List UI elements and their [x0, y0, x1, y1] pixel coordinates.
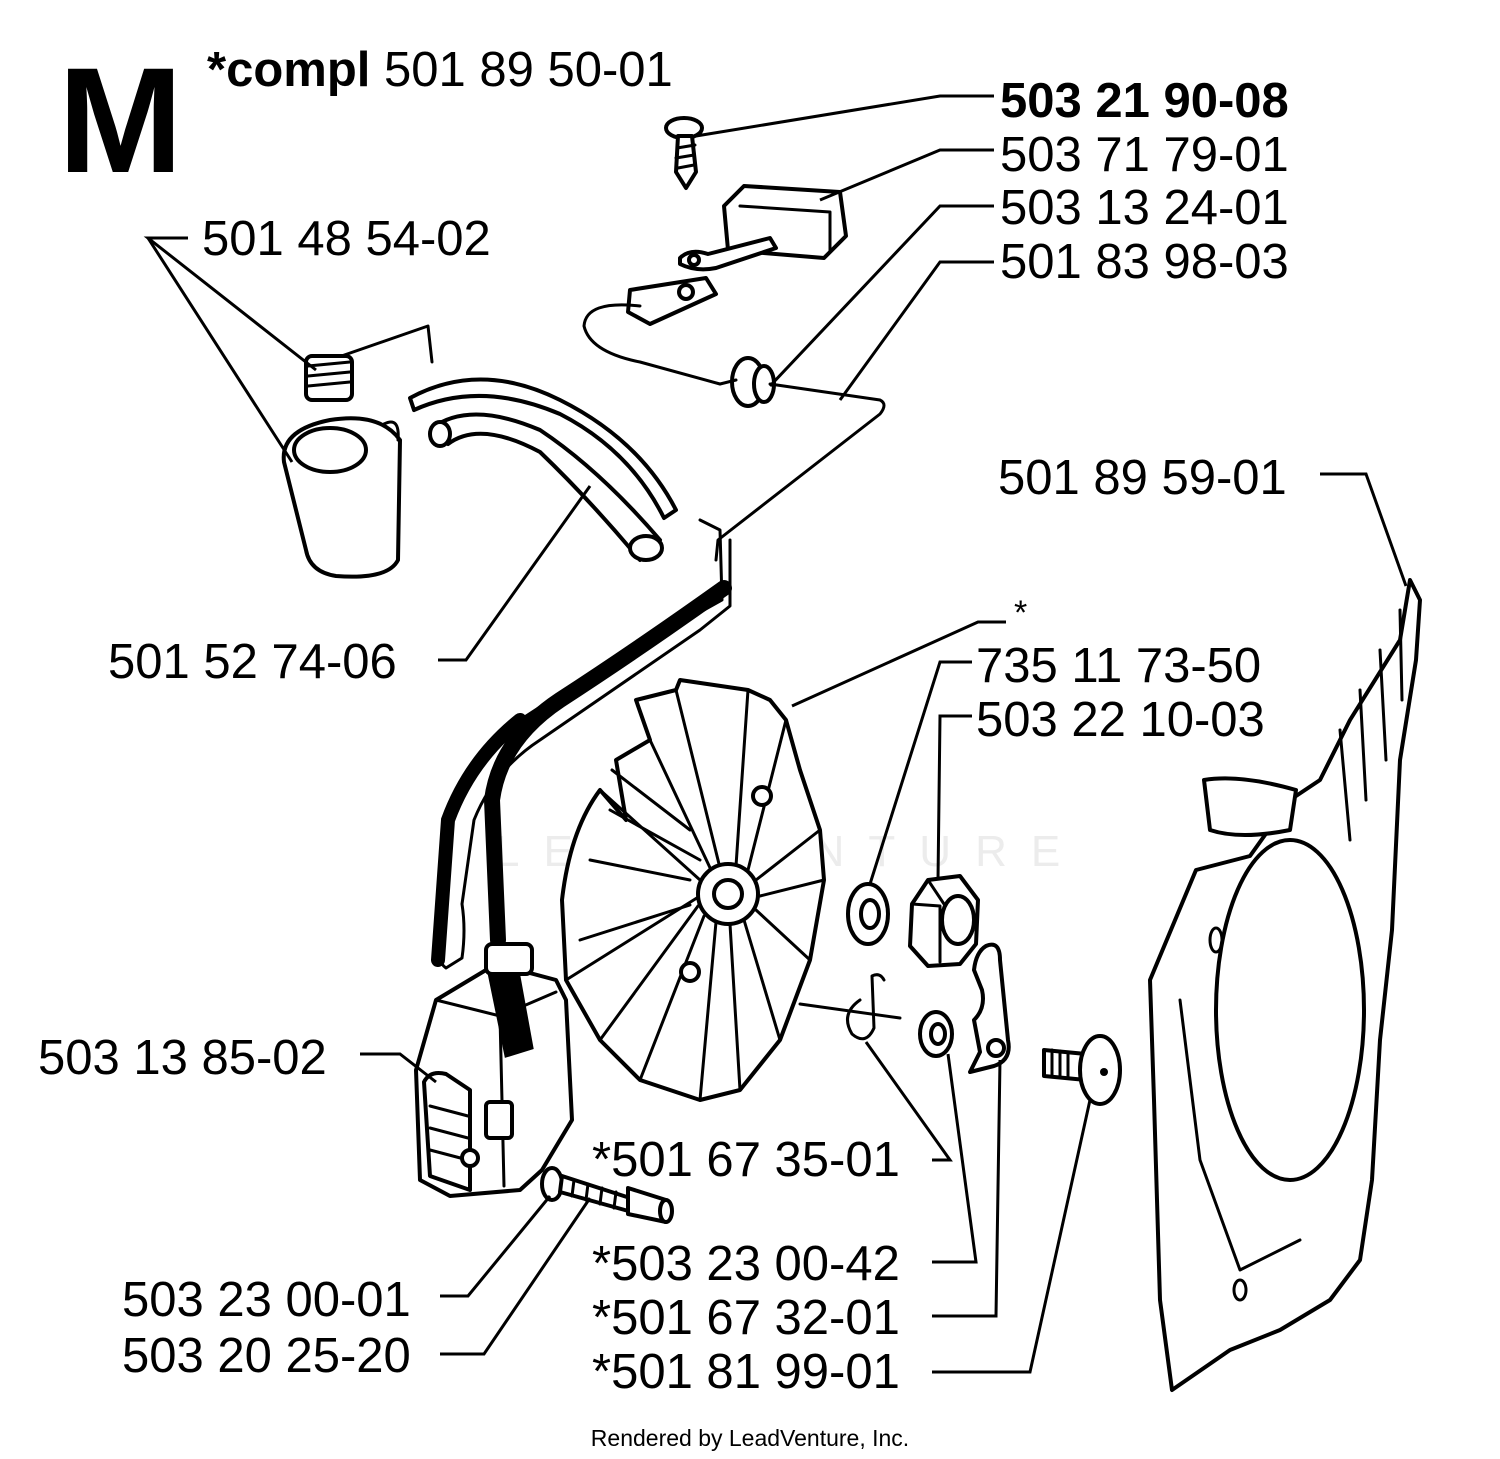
screw-drawing — [664, 116, 704, 190]
part-label-503-22-10-03: 503 22 10-03 — [976, 693, 1265, 747]
pawl-screw-drawing — [1042, 1034, 1122, 1106]
part-label-501-67-32-01: *501 67 32-01 — [592, 1291, 900, 1345]
kit-number: 501 89 50-01 — [384, 43, 673, 97]
part-label-503-13-85-02: 503 13 85-02 — [38, 1031, 327, 1085]
washer-drawing — [846, 882, 890, 946]
switch-drawing — [678, 184, 848, 272]
ignition-coil-drawing — [414, 942, 574, 1198]
part-label-501-67-35-01: *501 67 35-01 — [592, 1133, 900, 1187]
part-label-503-23-00-01: 503 23 00-01 — [122, 1273, 411, 1327]
kit-header: *compl 501 89 50-01 — [207, 43, 673, 97]
hose-drawing — [408, 377, 678, 562]
part-label-501-52-74-06: 501 52 74-06 — [108, 635, 397, 689]
pawl-drawing — [968, 942, 1011, 1074]
nut-drawing — [908, 874, 980, 968]
flywheel-drawing — [560, 678, 826, 1102]
coil-screw-drawing — [540, 1166, 674, 1224]
part-label-503-13-24-01: 503 13 24-01 — [1000, 181, 1289, 235]
part-label-503-21-90-08: 503 21 90-08 — [1000, 74, 1289, 128]
section-letter: M — [58, 36, 183, 204]
footer-credit: Rendered by LeadVenture, Inc. — [591, 1425, 909, 1451]
part-label-501-48-54-02: 501 48 54-02 — [202, 212, 491, 266]
kit-prefix: *compl — [207, 43, 370, 97]
starter-housing-drawing — [1148, 578, 1422, 1392]
part-label-501-89-59-01: 501 89 59-01 — [998, 451, 1287, 505]
part-label-asterisk: * — [1014, 594, 1027, 632]
part-label-503-71-79-01: 503 71 79-01 — [1000, 128, 1289, 182]
spark-plug-cap-drawing — [281, 324, 434, 579]
part-label-503-23-00-42: *503 23 00-42 — [592, 1237, 900, 1291]
cable-drawing — [582, 276, 886, 562]
small-washer-drawing — [918, 1010, 954, 1058]
part-label-501-81-99-01: *501 81 99-01 — [592, 1345, 900, 1399]
spring-drawing — [798, 973, 902, 1041]
part-label-735-11-73-50: 735 11 73-50 — [976, 639, 1261, 693]
leader-lines — [143, 94, 1408, 1374]
part-label-503-20-25-20: 503 20 25-20 — [122, 1329, 411, 1383]
part-labels: 503 21 90-08 503 71 79-01 503 13 24-01 5… — [38, 74, 1289, 1399]
part-label-501-83-98-03: 501 83 98-03 — [1000, 235, 1289, 289]
